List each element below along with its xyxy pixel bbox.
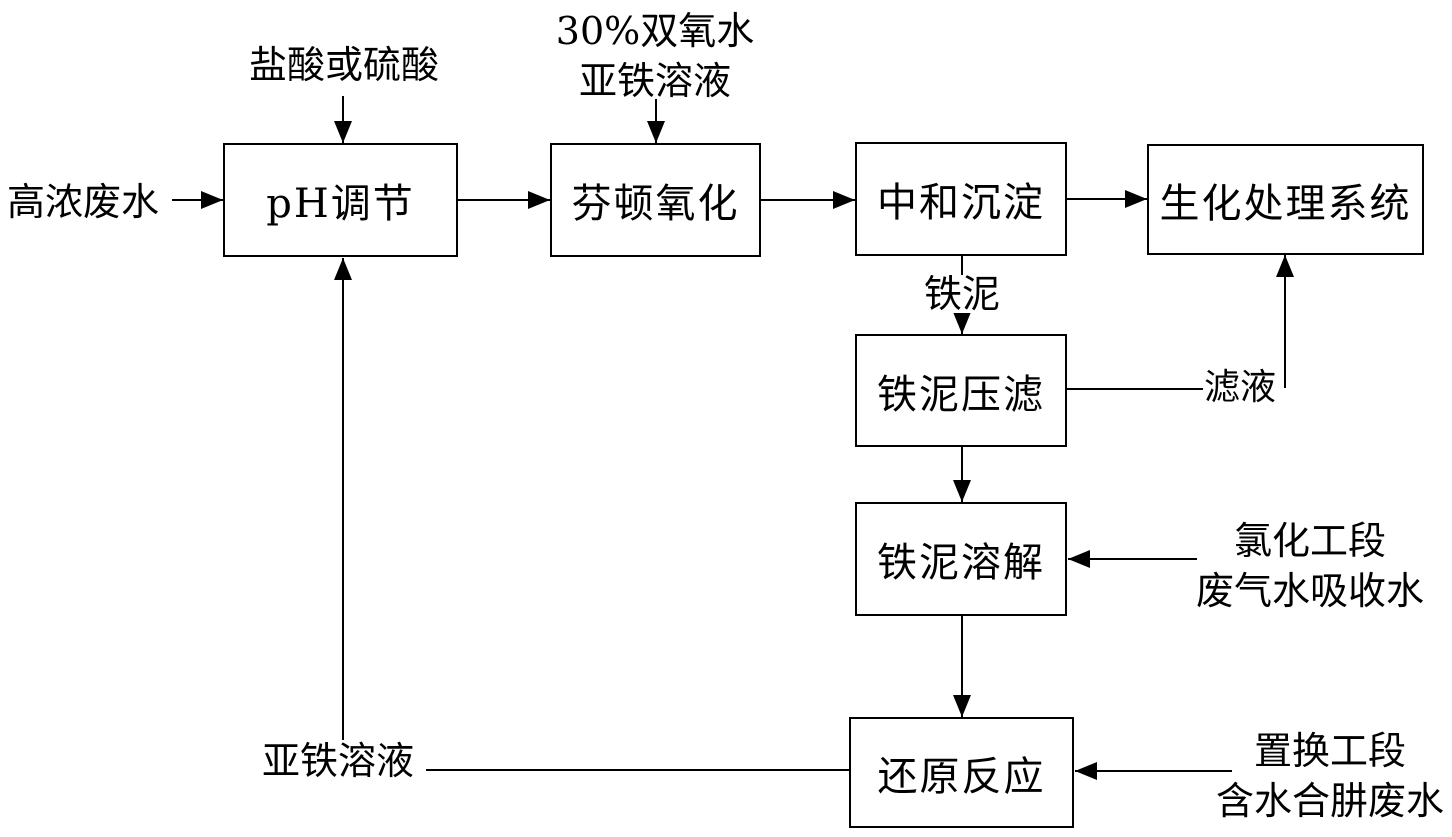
process-box-biochemical-system: 生化处理系统 [1147, 144, 1424, 255]
process-box-sludge-press-filter-label: 铁泥压滤 [877, 371, 1045, 418]
process-box-sludge-dissolve-label: 铁泥溶解 [877, 540, 1045, 586]
label-replacement-section-input: 置换工段 含水合肼废水 [1216, 726, 1444, 826]
label-chlorination-line2: 废气水吸收水 [1195, 569, 1425, 614]
process-box-ph-adjust: pH调节 [223, 143, 458, 257]
label-ferrous-solution-recycle: 亚铁溶液 [262, 739, 415, 783]
label-influent-wastewater: 高浓废水 [7, 180, 160, 224]
process-box-sludge-dissolve: 铁泥溶解 [855, 502, 1067, 616]
process-box-neutralize-precipitate-label: 中和沉淀 [877, 180, 1045, 226]
process-box-reduction-reaction: 还原反应 [849, 717, 1074, 828]
label-acid-input: 盐酸或硫酸 [248, 43, 440, 87]
label-filtrate: 滤液 [1204, 367, 1277, 408]
label-peroxide-line2: 亚铁溶液 [578, 59, 731, 104]
label-replacement-line2: 含水合肼废水 [1215, 779, 1445, 824]
process-box-fenton-oxidation: 芬顿氧化 [550, 143, 761, 257]
label-chlorination-line1: 氯化工段 [1233, 519, 1387, 563]
process-box-biochemical-system-label: 生化处理系统 [1159, 180, 1412, 227]
process-box-reduction-reaction-label: 还原反应 [877, 753, 1046, 800]
process-box-ph-adjust-label: pH调节 [266, 181, 415, 227]
process-box-fenton-oxidation-label: 芬顿氧化 [571, 181, 740, 227]
label-replacement-line1: 置换工段 [1253, 729, 1407, 773]
process-box-sludge-press-filter: 铁泥压滤 [855, 334, 1067, 447]
label-iron-sludge: 铁泥 [919, 275, 1005, 313]
process-box-neutralize-precipitate: 中和沉淀 [855, 142, 1067, 256]
label-peroxide-ferrous-input: 30%双氧水 亚铁溶液 [556, 6, 754, 106]
label-peroxide-line1: 30%双氧水 [555, 9, 755, 53]
label-chlorination-section-input: 氯化工段 废气水吸收水 [1196, 516, 1424, 616]
